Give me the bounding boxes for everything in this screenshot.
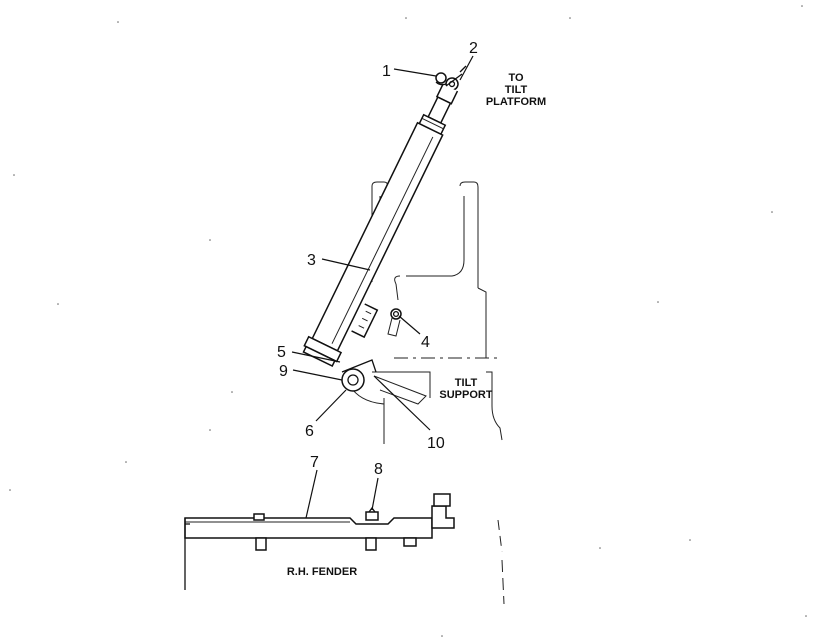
leader-4 xyxy=(398,315,421,335)
label-tilt-support-line-2: SUPPORT xyxy=(439,389,492,401)
leader-3 xyxy=(321,258,371,271)
clevis-pin xyxy=(445,65,467,87)
label-to-tilt-platform-line-3: PLATFORM xyxy=(486,96,546,108)
callout-numbers: 1 2 3 4 5 9 6 10 7 8 xyxy=(277,40,478,478)
callout-7: 7 xyxy=(310,454,319,471)
callout-6: 6 xyxy=(305,423,314,440)
callout-10: 10 xyxy=(427,435,445,452)
base-pivot xyxy=(341,359,377,392)
leader-5 xyxy=(291,351,341,363)
label-rh-fender: R.H. FENDER xyxy=(287,566,357,578)
callout-4: 4 xyxy=(421,334,430,351)
callout-5: 5 xyxy=(277,344,286,361)
label-to-tilt-platform-line-1: TO xyxy=(508,72,524,84)
callout-3: 3 xyxy=(307,252,316,269)
leader-6 xyxy=(315,389,347,422)
leader-2 xyxy=(459,55,474,81)
callout-2: 2 xyxy=(469,40,478,57)
hydraulic-fitting xyxy=(387,308,402,337)
callout-8: 8 xyxy=(374,461,383,478)
scan-specks xyxy=(9,5,807,637)
leader-10 xyxy=(373,375,431,431)
leader-1 xyxy=(393,68,437,77)
pin-clip xyxy=(435,72,447,86)
callout-1: 1 xyxy=(382,63,391,80)
callout-9: 9 xyxy=(279,363,288,380)
label-to-tilt-platform-line-2: TILT xyxy=(505,84,528,96)
leader-8 xyxy=(371,477,379,511)
leader-9 xyxy=(292,369,343,381)
fender-bracket xyxy=(184,493,455,590)
leader-7 xyxy=(305,469,318,519)
leader-lines xyxy=(291,55,474,519)
annotation-labels: TO TILT PLATFORM TILT SUPPORT R.H. FENDE… xyxy=(287,72,546,578)
label-tilt-support-line-1: TILT xyxy=(455,377,478,389)
tilt-cylinder xyxy=(302,77,459,368)
